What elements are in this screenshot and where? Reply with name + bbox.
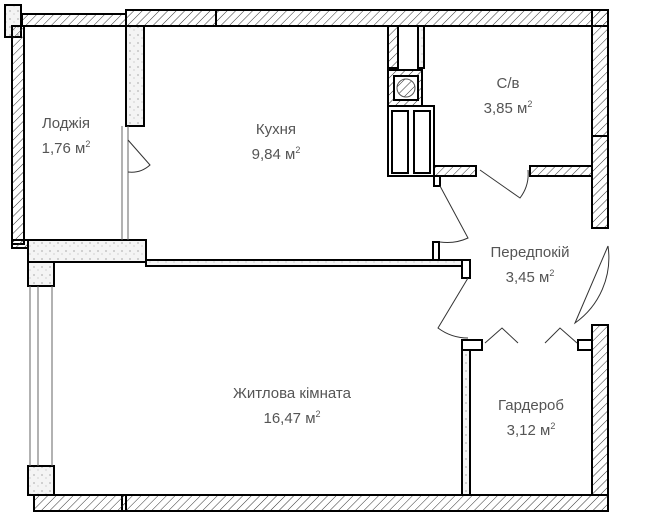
unit-sup: 2 (527, 99, 533, 109)
window (29, 126, 129, 466)
unit: м (539, 269, 550, 286)
unit-sup: 2 (549, 268, 555, 278)
unit-sup: 2 (85, 139, 91, 149)
room-area: 3,12 (506, 422, 536, 439)
room-name: Лоджія (41, 115, 91, 132)
unit-sup: 2 (315, 409, 321, 419)
unit: м (517, 100, 528, 117)
room-area: 9,84 (251, 146, 281, 163)
unit: м (285, 146, 296, 163)
room-label-loggia: Лоджія 1,76 м2 (42, 114, 91, 159)
unit: м (75, 140, 86, 157)
unit: м (540, 422, 551, 439)
bathroom-partitions (387, 25, 593, 496)
unit: м (305, 410, 316, 427)
room-area: 1,76 (41, 140, 71, 157)
room-label-hallway: Передпокій 3,45 м2 (491, 243, 570, 288)
room-name: Кухня (255, 121, 297, 138)
room-name: С/в (496, 75, 520, 92)
insulated-walls (27, 25, 471, 496)
room-name: Передпокій (490, 244, 570, 261)
room-label-living-room: Житлова кімната 16,47 м2 (233, 384, 351, 429)
room-area: 3,45 (505, 269, 535, 286)
room-area: 16,47 (263, 410, 302, 427)
room-name: Житлова кімната (233, 385, 351, 402)
room-area: 3,85 (483, 100, 513, 117)
room-label-wardrobe: Гардероб 3,12 м2 (498, 396, 564, 441)
unit-sup: 2 (295, 145, 301, 155)
room-label-bathroom: С/в 3,85 м2 (484, 74, 533, 119)
room-name: Гардероб (498, 397, 564, 414)
doors (127, 139, 610, 344)
room-label-kitchen: Кухня 9,84 м2 (252, 120, 301, 165)
unit-sup: 2 (550, 421, 556, 431)
